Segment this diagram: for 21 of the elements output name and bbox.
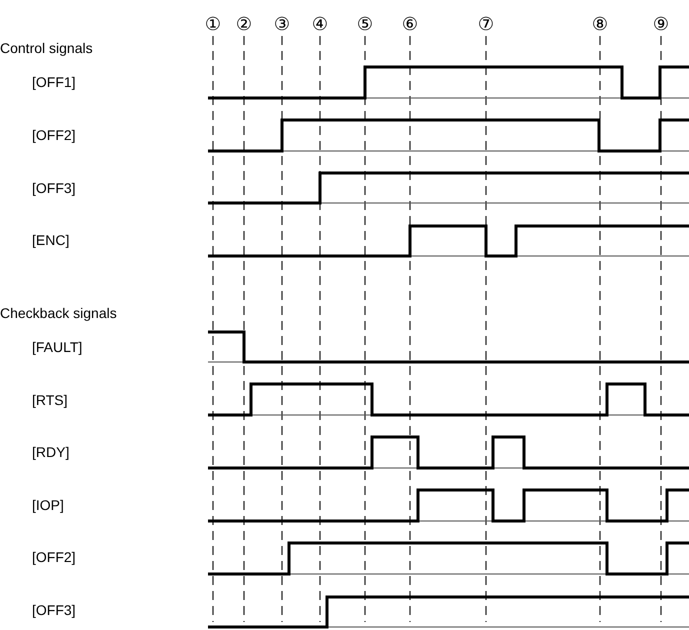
signal-label: [OFF2] xyxy=(32,127,76,143)
callout-number: ② xyxy=(236,15,252,35)
signal-label: [RDY] xyxy=(32,444,70,460)
section-heading: Control signals xyxy=(0,40,93,56)
signal-label: [OFF2] xyxy=(32,549,76,565)
signal-label: [ENC] xyxy=(32,232,70,248)
callout-number: ① xyxy=(204,15,222,35)
signal-label: [FAULT] xyxy=(32,339,82,355)
callout-number: ⑨ xyxy=(652,15,670,35)
section-heading: Checkback signals xyxy=(0,305,117,321)
signal-label: [OFF3] xyxy=(32,180,76,196)
signal-label: [OFF1] xyxy=(32,74,76,90)
signal-label: [RTS] xyxy=(32,392,68,408)
callout-number: ⑧ xyxy=(592,15,608,35)
callout-number: ⑥ xyxy=(402,15,418,35)
signal-label: [OFF3] xyxy=(32,602,76,618)
signal-label: [IOP] xyxy=(32,497,64,513)
callout-number: ③ xyxy=(274,15,290,35)
callout-number: ⑦ xyxy=(478,15,494,35)
callout-number: ⑤ xyxy=(356,15,374,35)
callout-number: ④ xyxy=(312,15,328,35)
